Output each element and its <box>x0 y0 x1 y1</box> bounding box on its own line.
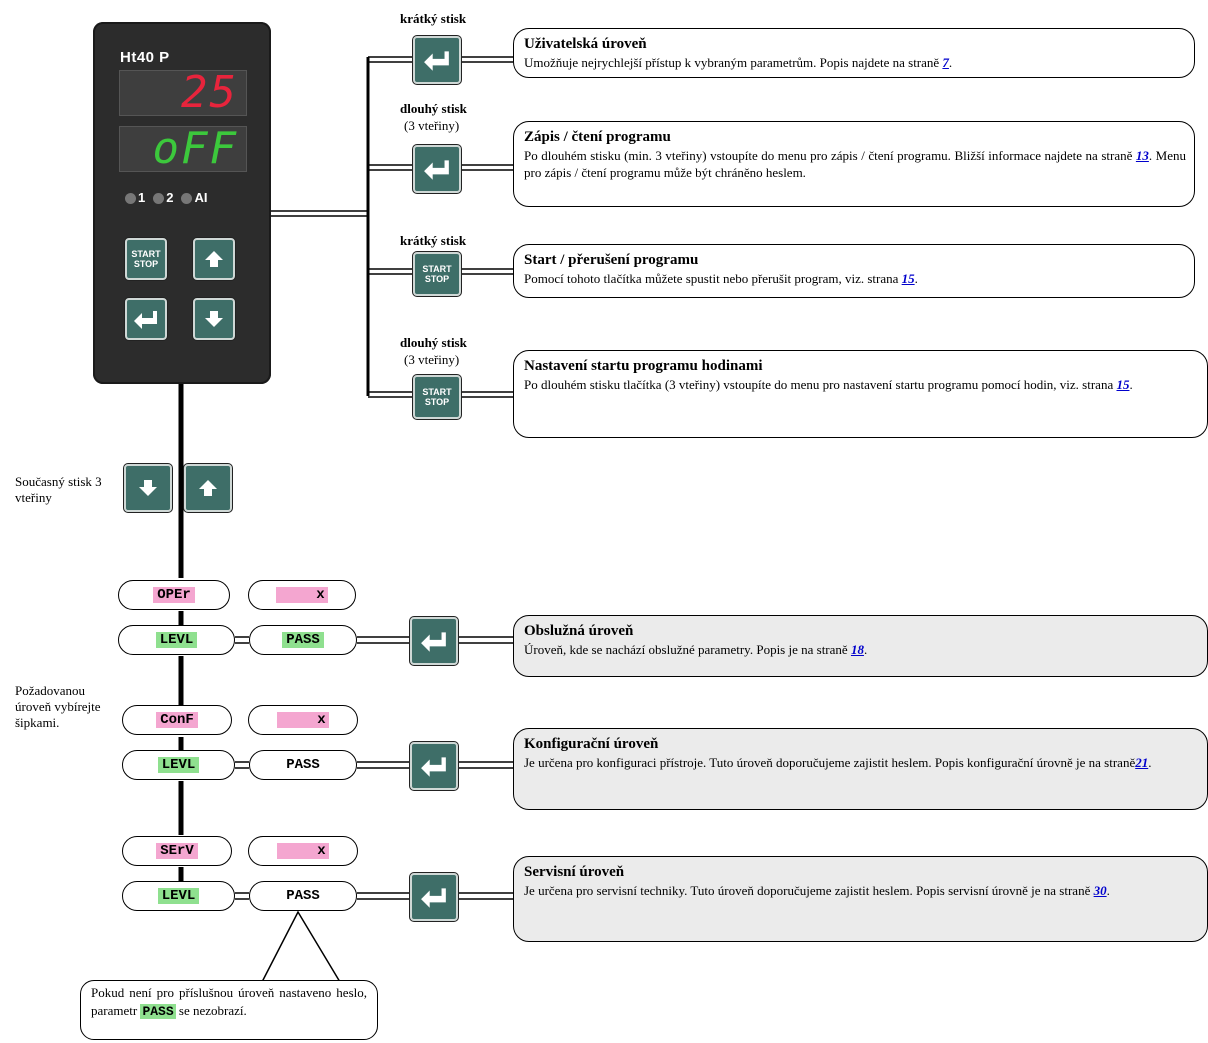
page-link-conf[interactable]: 21 <box>1135 755 1149 770</box>
box-clock-title: Nastavení startu programu hodinami <box>524 358 763 374</box>
box-oper-level: Obslužná úroveň Úroveň, kde se nachází o… <box>513 615 1208 677</box>
enter-button-long[interactable] <box>413 145 461 193</box>
led-indicators: 1 2 AI <box>125 190 207 205</box>
page-link-serv[interactable]: 30 <box>1093 883 1107 898</box>
box-serv-level: Servisní úroveň Je určena pro servisní t… <box>513 856 1208 942</box>
box-conf-title: Konfigurační úroveň <box>524 736 659 752</box>
enter-button[interactable] <box>125 298 167 340</box>
box-program-title: Zápis / čtení programu <box>524 129 671 145</box>
display-top-value: 25 <box>181 67 238 118</box>
enter-button-conf[interactable] <box>410 742 458 790</box>
box-user-level: Uživatelská úroveň Umožňuje nejrychlejší… <box>513 28 1195 78</box>
box-clock-start: Nastavení startu programu hodinami Po dl… <box>513 350 1208 438</box>
arrow-down-icon <box>205 311 223 327</box>
short-press-label-2: krátký stisk <box>400 233 467 248</box>
display-bottom: oFF <box>119 123 247 174</box>
long-press-label-2: dlouhý stisk <box>400 335 467 350</box>
enter-icon <box>421 632 446 652</box>
param-levl-serv[interactable]: LEVL <box>122 881 235 911</box>
box-oper-title: Obslužná úroveň <box>524 623 634 639</box>
up-button[interactable] <box>193 238 235 280</box>
led-1: 1 <box>125 190 145 205</box>
arrow-up-icon <box>199 480 217 496</box>
select-level-label: Požadovanou úroveň vybírejte šipkami. <box>15 683 101 730</box>
page-link-program[interactable]: 13 <box>1135 148 1149 163</box>
pass-note-callout: Pokud není pro příslušnou úroveň nastave… <box>80 980 378 1040</box>
long-press-sub-2: (3 vteřiny) <box>404 352 460 367</box>
param-conf-value[interactable]: x <box>248 705 358 735</box>
param-levl-conf[interactable]: LEVL <box>122 750 235 780</box>
down-button-combo[interactable] <box>124 464 172 512</box>
start-stop-button-short[interactable]: START STOP <box>413 252 461 296</box>
box-user-title: Uživatelská úroveň <box>524 36 647 52</box>
page-link-start[interactable]: 15 <box>901 271 915 286</box>
param-levl-oper[interactable]: LEVL <box>118 625 235 655</box>
start-stop-button-long[interactable]: START STOP <box>413 375 461 419</box>
page-link-user[interactable]: 7 <box>942 55 949 70</box>
enter-icon <box>421 888 446 908</box>
display-bottom-value: oFF <box>152 123 238 174</box>
enter-button-serv[interactable] <box>410 873 458 921</box>
param-pass-oper[interactable]: PASS <box>249 625 357 655</box>
led-ai: AI <box>181 190 207 205</box>
enter-icon <box>134 311 157 329</box>
led-2: 2 <box>153 190 173 205</box>
enter-icon <box>421 757 446 777</box>
page-link-oper[interactable]: 18 <box>850 642 864 657</box>
device-model-label: Ht40 P <box>120 49 170 66</box>
enter-button-oper[interactable] <box>410 617 458 665</box>
arrow-down-icon <box>139 480 157 496</box>
enter-icon <box>424 160 449 180</box>
param-pass-serv[interactable]: PASS <box>249 881 357 911</box>
enter-icon <box>424 51 449 71</box>
box-serv-title: Servisní úroveň <box>524 864 625 880</box>
param-oper[interactable]: OPEr <box>118 580 230 610</box>
up-button-combo[interactable] <box>184 464 232 512</box>
box-program-rw: Zápis / čtení programu Po dlouhém stisku… <box>513 121 1195 207</box>
start-stop-button[interactable]: START STOP <box>125 238 167 280</box>
note-pass-param: PASS <box>140 1004 176 1019</box>
simultaneous-press-label: Současný stisk 3 vteřiny <box>15 474 102 505</box>
long-press-sub-1: (3 vteřiny) <box>404 118 460 133</box>
page-link-clock[interactable]: 15 <box>1116 377 1130 392</box>
down-button[interactable] <box>193 298 235 340</box>
param-conf[interactable]: ConF <box>122 705 232 735</box>
param-pass-conf[interactable]: PASS <box>249 750 357 780</box>
enter-button-short[interactable] <box>413 36 461 84</box>
param-oper-value[interactable]: x <box>248 580 356 610</box>
arrow-up-icon <box>205 251 223 267</box>
param-serv-value[interactable]: x <box>248 836 358 866</box>
short-press-label-1: krátký stisk <box>400 11 467 26</box>
controller-device: Ht40 P 25 oFF 1 2 AI START STOP <box>93 22 271 384</box>
box-program-start: Start / přerušení programu Pomocí tohoto… <box>513 244 1195 298</box>
long-press-label-1: dlouhý stisk <box>400 101 467 116</box>
param-serv[interactable]: SErV <box>122 836 232 866</box>
display-top: 25 <box>119 67 247 118</box>
box-start-title: Start / přerušení programu <box>524 252 699 268</box>
box-conf-level: Konfigurační úroveň Je určena pro konfig… <box>513 728 1208 810</box>
